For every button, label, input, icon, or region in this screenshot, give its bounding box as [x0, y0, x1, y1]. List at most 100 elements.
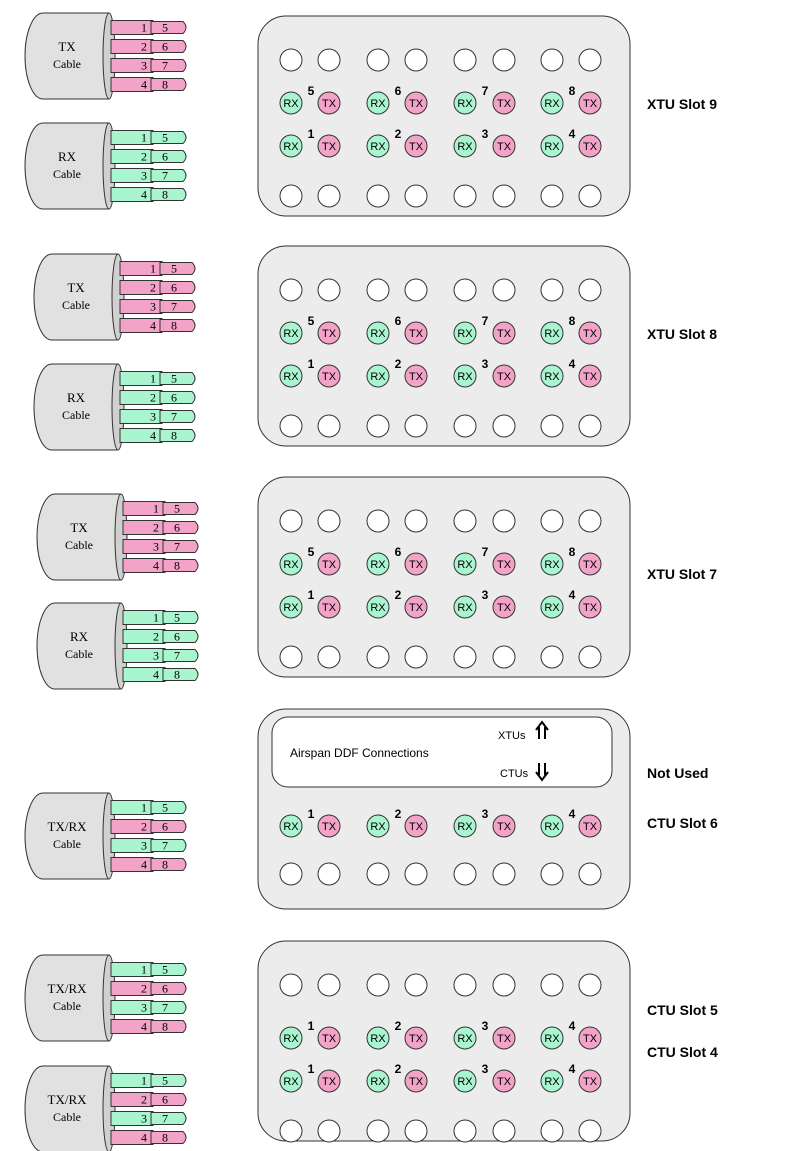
empty-port-pair — [279, 1119, 341, 1143]
wire-number: 4 — [141, 858, 147, 872]
rx-port — [279, 552, 303, 576]
wire-number: 2 — [150, 281, 156, 295]
empty-port-pair — [366, 1119, 428, 1143]
pair-number: 3 — [482, 588, 489, 602]
wire-primary — [110, 58, 156, 73]
empty-port — [366, 414, 390, 438]
empty-port — [279, 1119, 303, 1143]
wire-secondary — [150, 1093, 187, 1106]
pair-number: 4 — [569, 1062, 576, 1076]
wire-secondary — [150, 1001, 187, 1014]
cable-label-type: TX — [67, 280, 85, 295]
panel-body — [257, 476, 631, 678]
pair-number: 6 — [395, 545, 402, 559]
empty-port-pair — [453, 509, 516, 533]
wire-primary — [122, 501, 168, 516]
wire-number: 7 — [162, 169, 168, 183]
empty-port-pair — [540, 48, 602, 72]
rx-port — [366, 1026, 390, 1050]
tx-port — [578, 1069, 602, 1093]
rx-port-label: RX — [283, 1076, 299, 1088]
pair-number: 5 — [308, 545, 315, 559]
rx-port-label: RX — [544, 559, 560, 571]
wire-number: 5 — [171, 262, 177, 276]
empty-port — [404, 645, 428, 669]
pair-number: 4 — [569, 357, 576, 371]
rx-port-label: RX — [544, 1076, 560, 1088]
rx-port-label: RX — [457, 371, 473, 383]
wire-number: 1 — [153, 611, 159, 625]
wire-number: 7 — [174, 540, 180, 554]
rx-port-label: RX — [370, 328, 386, 340]
wire-number: 2 — [141, 820, 147, 834]
empty-port — [453, 414, 477, 438]
up-arrow-icon — [535, 720, 549, 739]
empty-port — [366, 973, 390, 997]
pair-number: 4 — [569, 807, 576, 821]
wire-number: 1 — [150, 262, 156, 276]
empty-port-pair — [453, 973, 516, 997]
rx-port — [453, 552, 477, 576]
wire-primary — [110, 20, 156, 35]
wire-number: 8 — [174, 668, 180, 682]
empty-port-pair — [366, 184, 428, 208]
tx-port-label: TX — [409, 141, 424, 153]
empty-port — [404, 1119, 428, 1143]
wire-primary — [110, 130, 156, 145]
rx-port — [366, 364, 390, 388]
empty-port — [366, 184, 390, 208]
cable-label-type: RX — [70, 629, 89, 644]
empty-port-pair — [366, 509, 428, 533]
wire-number: 5 — [162, 131, 168, 145]
empty-port — [279, 645, 303, 669]
pair-number: 4 — [569, 588, 576, 602]
wire-primary — [119, 390, 165, 405]
empty-port — [540, 1119, 564, 1143]
rx-port — [279, 321, 303, 345]
pair-number: 4 — [569, 1019, 576, 1033]
tx-port-label: TX — [322, 141, 337, 153]
rx-port — [540, 1026, 564, 1050]
cable-jacket — [24, 122, 110, 210]
tx-port-label: TX — [322, 371, 337, 383]
wire-primary — [110, 168, 156, 183]
pair-number: 1 — [308, 357, 315, 371]
rx-port — [279, 814, 303, 838]
tx-port — [317, 321, 341, 345]
wire-number: 6 — [174, 521, 180, 535]
wire-number: 3 — [141, 1112, 147, 1126]
rx-port-label: RX — [370, 371, 386, 383]
empty-port-pair — [279, 184, 341, 208]
cable-jacket — [24, 12, 110, 100]
empty-port — [317, 973, 341, 997]
tx-port-label: TX — [583, 602, 598, 614]
empty-port — [540, 278, 564, 302]
tx-port-label: TX — [497, 821, 512, 833]
wire-secondary — [150, 131, 187, 144]
tx-port-label: TX — [322, 1033, 337, 1045]
empty-port — [279, 509, 303, 533]
rx-port — [453, 321, 477, 345]
tx-port-label: TX — [409, 559, 424, 571]
wire-primary — [122, 610, 168, 625]
